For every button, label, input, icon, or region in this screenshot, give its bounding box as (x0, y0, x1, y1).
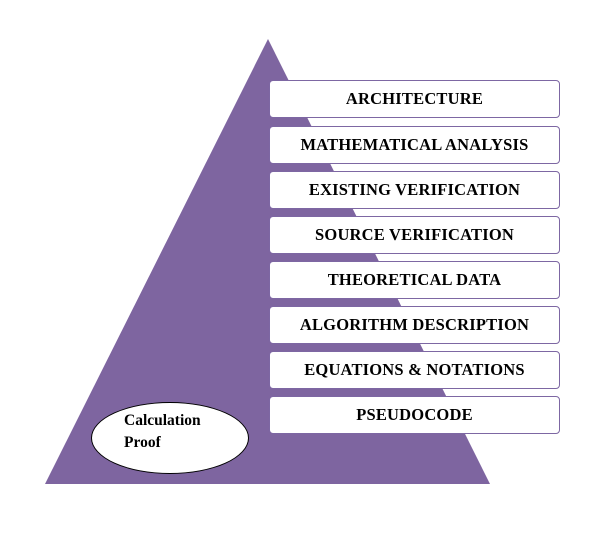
layer-pseudocode: PSEUDOCODE (269, 396, 560, 434)
calculation-proof-oval (91, 402, 249, 474)
layer-existing-verification: EXISTING VERIFICATION (269, 171, 560, 209)
layer-source-verification: SOURCE VERIFICATION (269, 216, 560, 254)
calculation-proof-label: Calculation Proof (124, 410, 201, 454)
layer-algorithm-description: ALGORITHM DESCRIPTION (269, 306, 560, 344)
layer-theoretical-data: THEORETICAL DATA (269, 261, 560, 299)
calculation-proof-line1: Calculation (124, 412, 201, 429)
calculation-proof-line2: Proof (124, 434, 161, 451)
layer-equations-notations: EQUATIONS & NOTATIONS (269, 351, 560, 389)
layer-mathematical-analysis: MATHEMATICAL ANALYSIS (269, 126, 560, 164)
layer-architecture: ARCHITECTURE (269, 80, 560, 118)
